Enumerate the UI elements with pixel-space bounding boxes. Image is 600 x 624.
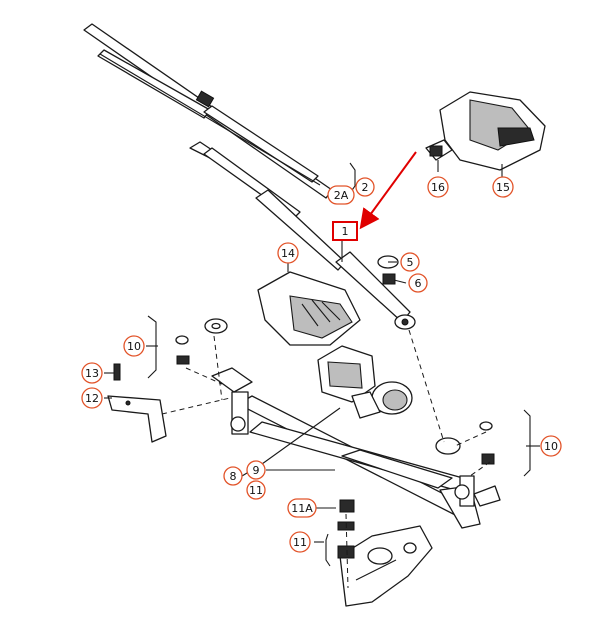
leader-lines [104,160,540,589]
callout-5-label: 5 [407,256,414,269]
callout-9: 9 [246,460,266,480]
callout-9-label: 9 [253,464,260,477]
callout-2-label: 2 [362,181,369,194]
callout-8: 8 [223,466,243,486]
callout-1: 1 [332,221,358,241]
callout-10-left: 10 [123,335,145,357]
callout-16: 16 [427,176,449,198]
bracket [107,395,167,443]
callout-1-label: 1 [342,225,349,238]
callout-2a: 2A [327,185,355,205]
callout-15-label: 15 [496,181,510,194]
callout-6-label: 6 [415,277,422,290]
callout-11-lower-label: 11 [293,536,307,549]
callout-14: 14 [277,242,299,264]
pointer-arrow [359,151,417,230]
control-unit [425,91,546,171]
callout-6: 6 [408,273,428,293]
callout-10-right: 10 [540,435,562,457]
callout-11-text: 11 [249,484,263,497]
mounting-plate [339,525,433,607]
linkage-frame [211,367,501,529]
hardware-bits [113,255,495,559]
callout-2: 2 [355,177,375,197]
callout-16-label: 16 [431,181,445,194]
callout-10-left-label: 10 [127,340,141,353]
callout-13: 13 [81,362,103,384]
callout-2a-label: 2A [334,189,349,202]
wiper-motor [317,345,413,419]
callout-14-label: 14 [281,247,295,260]
callout-11a-label: 11A [291,502,313,515]
callout-5: 5 [400,252,420,272]
callout-10-right-label: 10 [544,440,558,453]
callout-11a: 11A [287,498,317,518]
callout-12-label: 12 [85,392,99,405]
wiper-blade [83,23,333,199]
callout-15: 15 [492,176,514,198]
callout-11-label: 11 [246,480,266,500]
callout-11-lower: 11 [289,531,311,553]
motor-cover [257,271,361,346]
callout-8-label: 8 [230,470,237,483]
callout-13-label: 13 [85,367,99,380]
wiper-arm [189,141,416,330]
callout-12: 12 [81,387,103,409]
